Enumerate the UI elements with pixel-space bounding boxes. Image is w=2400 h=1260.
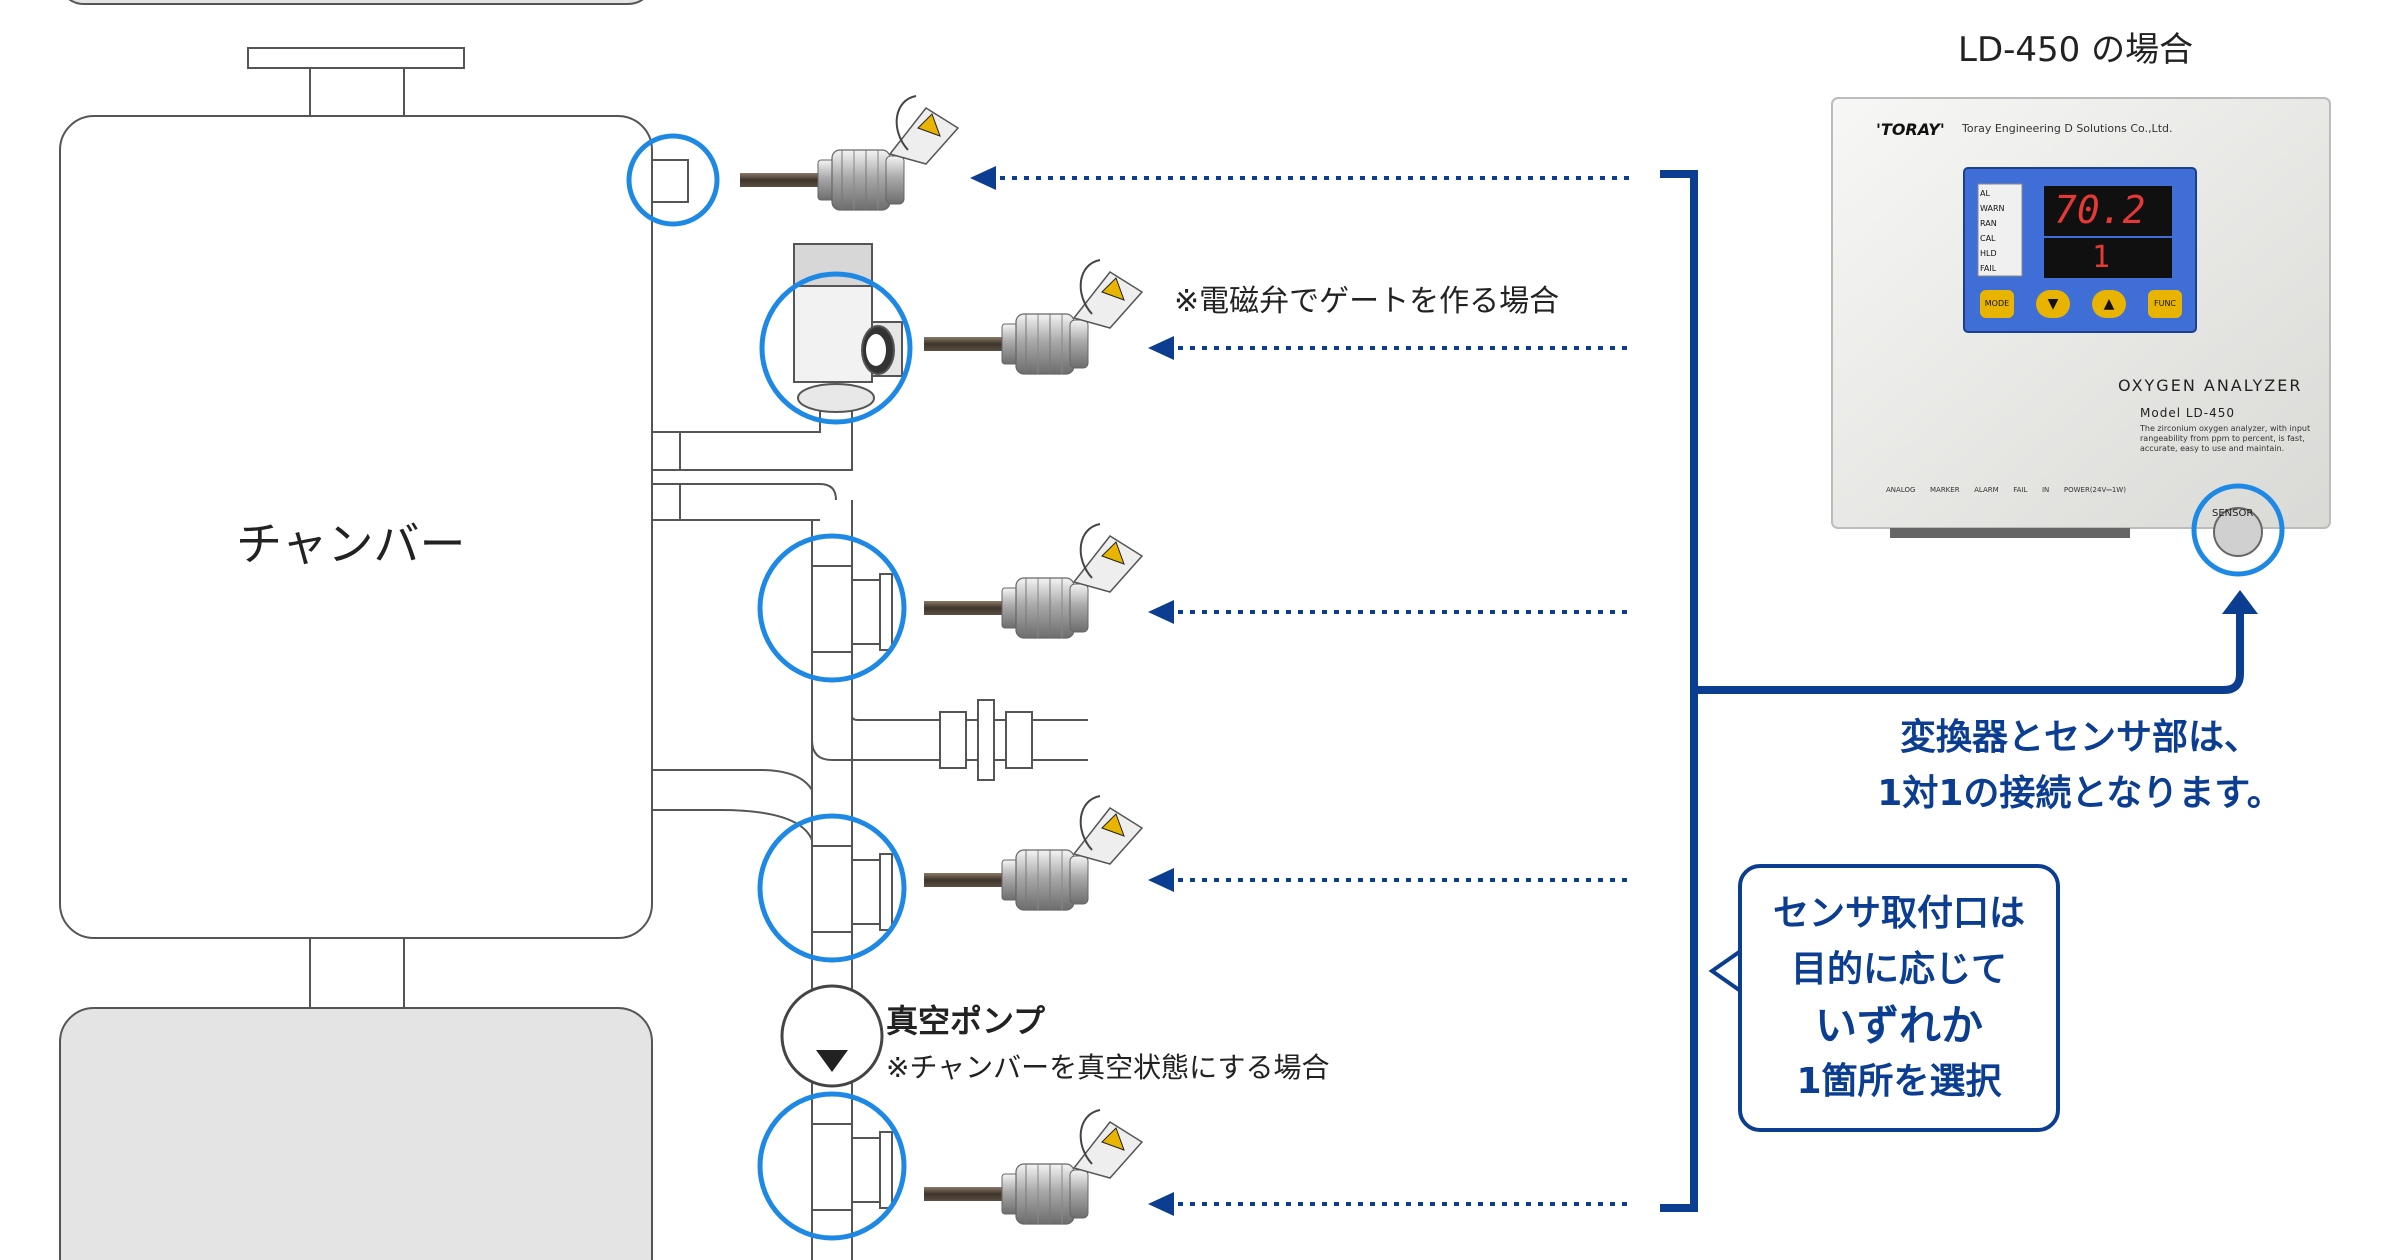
pump-label: 真空ポンプ bbox=[886, 1002, 1046, 1040]
sensor-probe-2 bbox=[923, 259, 1143, 375]
sensor-probe-4 bbox=[923, 795, 1143, 911]
description-line-3: accurate, easy to use and maintain. bbox=[2140, 444, 2285, 453]
sensor-port bbox=[2213, 507, 2263, 557]
dotted-leads bbox=[1000, 176, 1630, 1206]
port-circle-3 bbox=[757, 533, 907, 683]
connection-note-line-2: 1対1の接続となります。 bbox=[1877, 773, 2283, 814]
brand-logo: 'TORAY' bbox=[1876, 120, 1945, 139]
arrowheads bbox=[970, 166, 1174, 1216]
analyzer-title: LD-450 の場合 bbox=[1958, 30, 2194, 70]
flange-port-5 bbox=[811, 1123, 893, 1211]
sensor-probe-5 bbox=[923, 1109, 1143, 1225]
sensor-probe-3 bbox=[923, 523, 1143, 639]
piping bbox=[652, 410, 1088, 1260]
indicator-cal: CAL bbox=[1980, 234, 1996, 243]
sensor-probe-1 bbox=[739, 95, 959, 211]
mode-button[interactable]: MODE bbox=[1980, 290, 2014, 318]
port-circle-2 bbox=[759, 271, 913, 425]
terminal-analog: ANALOG bbox=[1886, 486, 1916, 494]
pump-arrow-icon bbox=[816, 1050, 848, 1072]
lower-chamber bbox=[59, 1007, 653, 1260]
port-circle-5 bbox=[757, 1091, 907, 1241]
upper-chamber bbox=[68, 0, 644, 5]
model-name: Model LD-450 bbox=[2140, 406, 2236, 420]
main-display bbox=[2044, 186, 2172, 236]
indicator-ran: RAN bbox=[1980, 219, 1997, 228]
pump-note: ※チャンバーを真空状態にする場合 bbox=[886, 1051, 1330, 1084]
analyzer-buttons: MODE ▼ ▲ FUNC bbox=[1980, 290, 2182, 318]
description-line-1: The zirconium oxygen analyzer, with inpu… bbox=[2140, 424, 2311, 433]
port-circle-4 bbox=[757, 813, 907, 963]
indicator-warn: WARN bbox=[1980, 204, 2005, 213]
analyzer-case bbox=[1831, 97, 2331, 538]
sensor-port-circle bbox=[2191, 483, 2285, 577]
callout-line-1: センサ取付口は bbox=[1772, 893, 2025, 934]
terminal-fail: FAIL bbox=[2013, 486, 2028, 494]
terminal-alarm: ALARM bbox=[1974, 486, 1999, 494]
sensor-label: SENSOR bbox=[2212, 508, 2254, 519]
port-circle-1 bbox=[626, 133, 720, 227]
connection-note-line-1: 変換器とセンサ部は、 bbox=[1899, 717, 2260, 758]
terminal-in: IN bbox=[2041, 486, 2050, 494]
callout-line-4: 1箇所を選択 bbox=[1796, 1061, 2002, 1102]
company-name: Toray Engineering D Solutions Co.,Ltd. bbox=[1962, 122, 2173, 135]
chamber-label: チャンバー bbox=[236, 517, 466, 571]
indicator-al: AL bbox=[1980, 189, 1990, 198]
callout-line-2: 目的に応じて bbox=[1790, 949, 2007, 990]
solenoid-valve bbox=[793, 243, 903, 413]
top-port bbox=[651, 159, 689, 203]
terminal-headers: ANALOG MARKER ALARM FAIL IN POWER(24V⎓1W… bbox=[1886, 486, 2126, 495]
connection-line bbox=[1694, 612, 2244, 694]
sub-display-value: 1 bbox=[2092, 240, 2111, 275]
indicator-list: AL WARN RAN CAL HLD FAIL bbox=[1980, 186, 2020, 276]
flange-port-3 bbox=[811, 565, 893, 653]
indicator-hld: HLD bbox=[1980, 249, 1997, 258]
chamber bbox=[59, 115, 653, 939]
product-name: OXYGEN ANALYZER bbox=[2118, 376, 2303, 395]
upper-flange bbox=[247, 47, 465, 69]
description-line-2: rangeability from ppm to percent, is fas… bbox=[2140, 434, 2305, 443]
callout-line-3: いずれか bbox=[1814, 1001, 1983, 1050]
callout-box: センサ取付口は 目的に応じて いずれか 1箇所を選択 bbox=[1738, 864, 2060, 1132]
description: The zirconium oxygen analyzer, with inpu… bbox=[2140, 424, 2310, 454]
flange-port-4 bbox=[811, 845, 893, 933]
solenoid-note: ※電磁弁でゲートを作る場合 bbox=[1174, 284, 1560, 319]
main-display-value: 70.2 bbox=[2054, 188, 2146, 232]
func-button[interactable]: FUNC bbox=[2148, 290, 2182, 318]
down-button[interactable]: ▼ bbox=[2036, 290, 2070, 318]
vacuum-pump-symbol bbox=[780, 984, 884, 1088]
connection-arrowhead bbox=[2222, 590, 2258, 614]
callout-pointer bbox=[1708, 950, 1738, 992]
terminal-marker: MARKER bbox=[1929, 486, 1960, 494]
sub-display bbox=[2044, 238, 2172, 278]
terminal-power: POWER(24V⎓1W) bbox=[2063, 486, 2126, 494]
bracket bbox=[1660, 170, 1698, 1212]
up-button[interactable]: ▲ bbox=[2092, 290, 2126, 318]
indicator-fail: FAIL bbox=[1980, 264, 1997, 273]
